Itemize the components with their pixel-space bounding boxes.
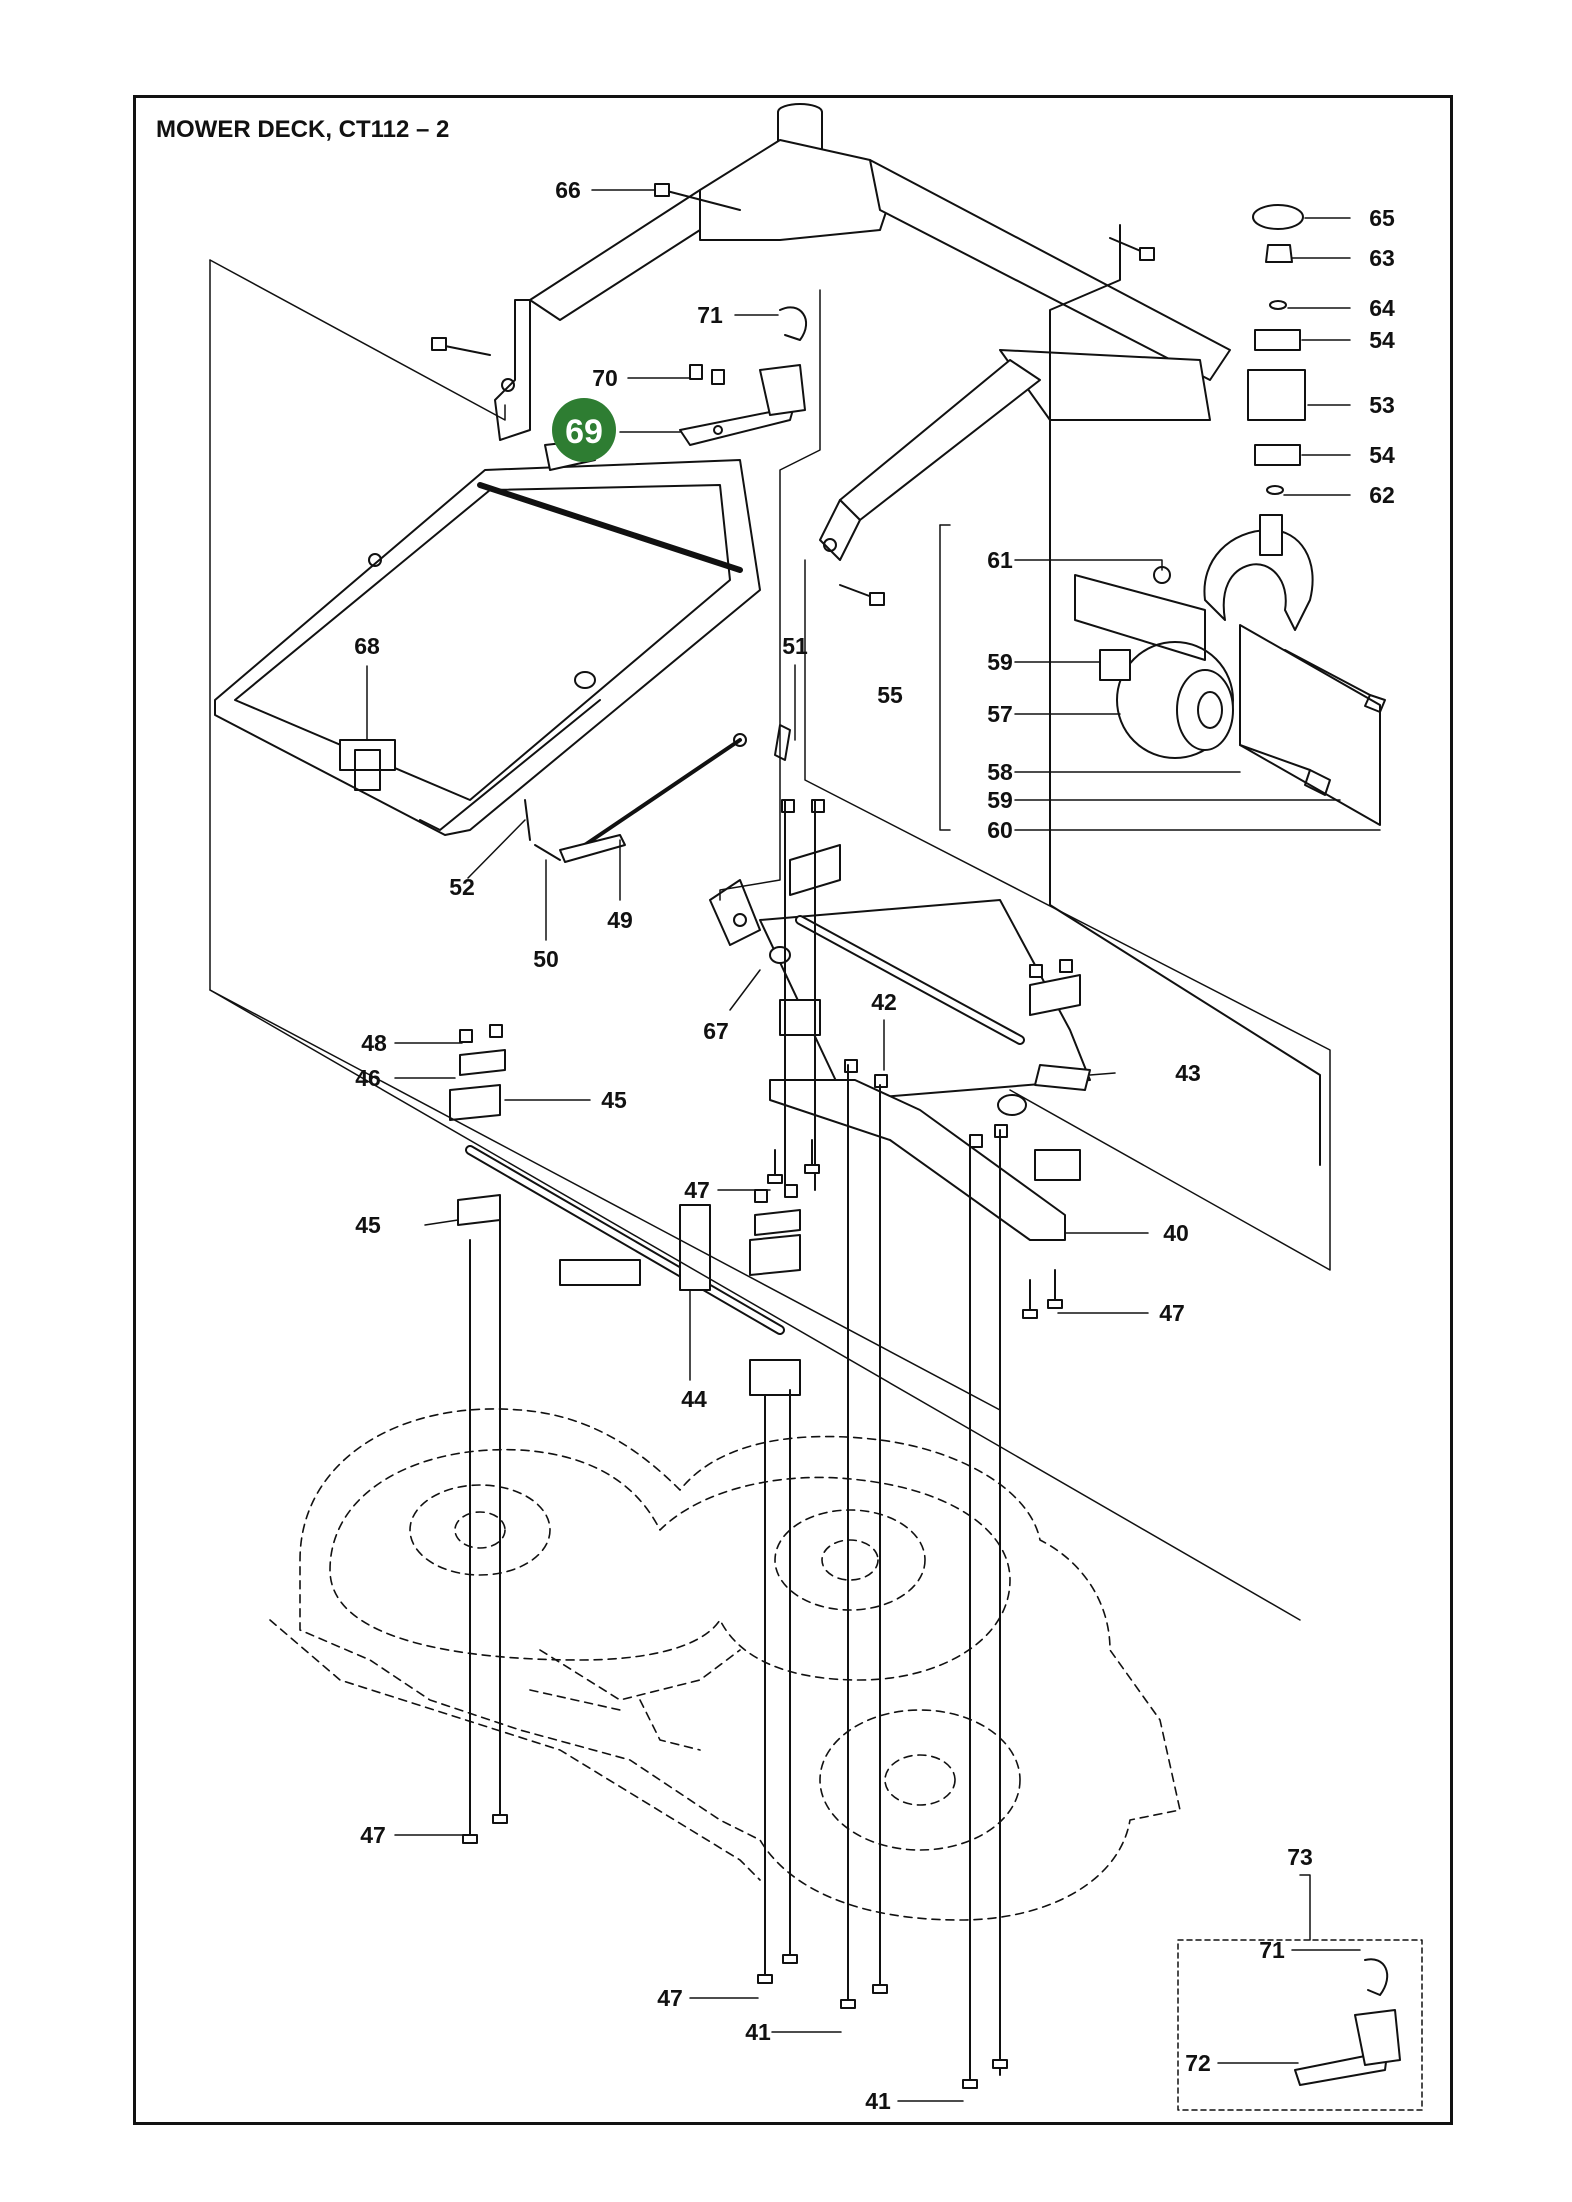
callout-40: 40 — [1163, 1220, 1189, 1246]
callout-46: 46 — [355, 1065, 381, 1091]
callout-72: 72 — [1185, 2050, 1211, 2076]
callout-55: 55 — [877, 682, 903, 708]
rear-axle-assembly — [449, 799, 816, 1901]
callout-47-mid: 47 — [684, 1177, 710, 1203]
bottom-bolts — [462, 1139, 1063, 2089]
lift-frame — [214, 439, 761, 836]
callout-43: 43 — [1175, 1060, 1201, 1086]
callout-62: 62 — [1369, 482, 1395, 508]
callout-48: 48 — [361, 1030, 387, 1056]
callout-labels: 66 71 70 68 51 52 50 49 65 63 64 54 53 5… — [354, 177, 1395, 2114]
callout-70: 70 — [592, 365, 618, 391]
callout-52: 52 — [449, 874, 475, 900]
gauge-wheel-assembly — [1049, 204, 1386, 1166]
highlight-label: 69 — [565, 413, 603, 451]
callout-68: 68 — [354, 633, 380, 659]
bracket-69 — [679, 306, 807, 446]
callout-57: 57 — [987, 701, 1013, 727]
callout-71: 71 — [697, 302, 723, 328]
callout-64: 64 — [1369, 295, 1395, 321]
callout-44: 44 — [681, 1386, 707, 1412]
diagram-title: MOWER DECK, CT112 – 2 — [156, 116, 450, 143]
callout-54-top: 54 — [1369, 327, 1395, 353]
leader-lines — [366, 189, 1381, 2102]
upper-frame — [494, 103, 1231, 561]
callout-73: 73 — [1287, 1844, 1313, 1870]
callout-45-top: 45 — [601, 1087, 627, 1113]
callout-60: 60 — [987, 817, 1013, 843]
callout-61: 61 — [987, 547, 1013, 573]
callout-49: 49 — [607, 907, 633, 933]
callout-67: 67 — [703, 1018, 729, 1044]
highlighted-part-callout: 69 — [552, 398, 616, 462]
callout-59-top: 59 — [987, 649, 1013, 675]
front-shaft-assembly — [709, 799, 1091, 1181]
callout-50: 50 — [533, 946, 559, 972]
callout-41-bottom: 41 — [865, 2088, 891, 2114]
callout-41-mid: 41 — [745, 2019, 771, 2045]
callout-58: 58 — [987, 759, 1013, 785]
callout-47-right: 47 — [1159, 1300, 1185, 1326]
callout-47-bottom: 47 — [657, 1985, 683, 2011]
frame-bolts — [431, 183, 1155, 606]
callout-59-bottom: 59 — [987, 787, 1013, 813]
callout-54-bottom: 54 — [1369, 442, 1395, 468]
exploded-view-guides — [209, 259, 1331, 1621]
callout-45-bottom: 45 — [355, 1212, 381, 1238]
callout-65: 65 — [1369, 205, 1395, 231]
callout-71-kit: 71 — [1259, 1937, 1285, 1963]
callout-63: 63 — [1369, 245, 1395, 271]
mower-deck-outline — [269, 1408, 1181, 1921]
channel-bar-40 — [769, 1059, 1066, 2076]
callout-51: 51 — [782, 633, 808, 659]
callout-42: 42 — [871, 989, 897, 1015]
callout-66: 66 — [555, 177, 581, 203]
callout-53: 53 — [1369, 392, 1395, 418]
adjust-linkage — [524, 724, 791, 863]
callout-47-left: 47 — [360, 1822, 386, 1848]
kit-inset — [1177, 1874, 1423, 2111]
diagram-border — [133, 95, 1453, 2125]
